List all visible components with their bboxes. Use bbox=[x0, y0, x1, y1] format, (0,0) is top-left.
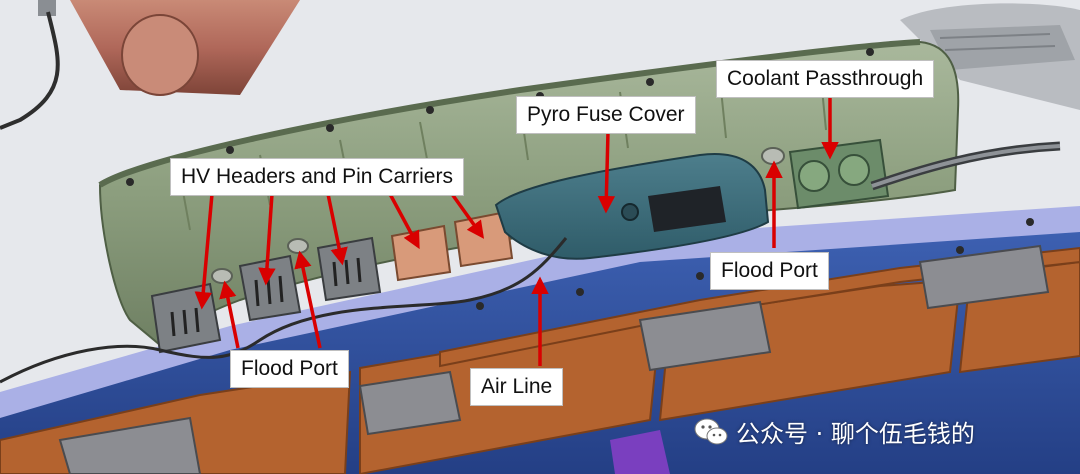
label-flood-port-right: Flood Port bbox=[710, 252, 829, 290]
air-line-hose bbox=[0, 237, 568, 384]
label-coolant-passthrough: Coolant Passthrough bbox=[716, 60, 935, 98]
pyro-fuse-cover-shape bbox=[494, 153, 770, 260]
purple-bracket bbox=[610, 430, 670, 474]
label-hv-headers: HV Headers and Pin Carriers bbox=[170, 158, 464, 196]
label-flood-port-left: Flood Port bbox=[230, 350, 349, 388]
label-pyro-fuse-cover: Pyro Fuse Cover bbox=[516, 96, 696, 134]
wechat-icon bbox=[694, 418, 728, 444]
watermark: 公众号 · 聊个伍毛钱的 bbox=[694, 414, 975, 449]
label-air-line: Air Line bbox=[470, 368, 564, 406]
cable-top-left bbox=[0, 11, 60, 130]
gasket-band bbox=[0, 206, 1080, 418]
module-windows bbox=[58, 244, 1050, 474]
copper-tube bbox=[38, 0, 300, 96]
coolant-passthrough-shape bbox=[788, 138, 1061, 210]
machinery-top-right bbox=[900, 3, 1080, 110]
cover-rim bbox=[98, 39, 921, 188]
watermark-text: 公众号 · 聊个伍毛钱的 bbox=[736, 420, 975, 448]
